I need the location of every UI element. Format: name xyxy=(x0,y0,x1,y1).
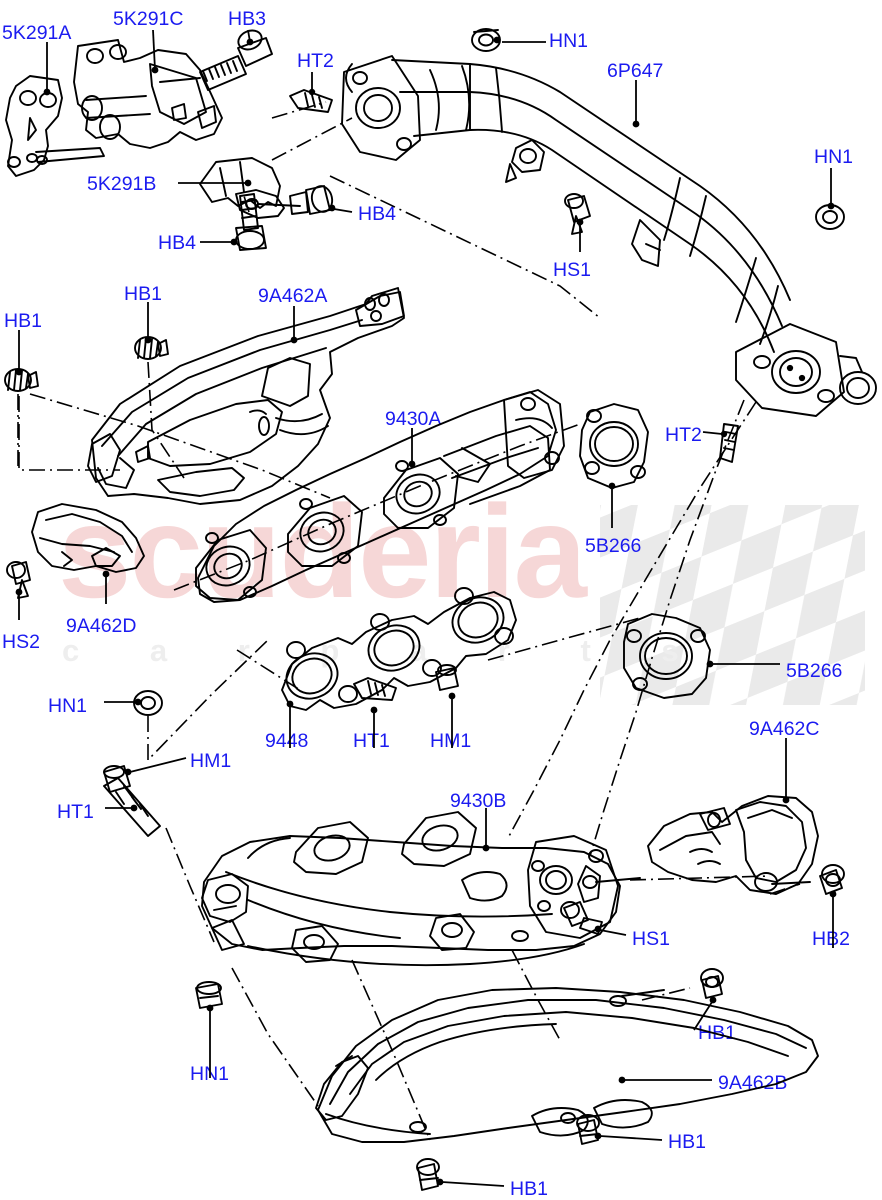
label-hb1-a[interactable]: HB1 xyxy=(4,310,42,332)
leader-lines xyxy=(18,29,834,1187)
label-hb2[interactable]: HB2 xyxy=(812,928,850,950)
assembly-axes xyxy=(17,101,801,1141)
part-hb1-d xyxy=(576,1114,600,1145)
part-hn1-bottom xyxy=(195,981,223,1009)
part-hs1-upper xyxy=(564,193,591,235)
label-ht1-left[interactable]: HT1 xyxy=(57,801,94,823)
label-5b266-upper[interactable]: 5B266 xyxy=(585,535,642,557)
label-hb1-e[interactable]: HB1 xyxy=(510,1178,548,1200)
part-ht1-mid xyxy=(353,677,397,701)
part-9a462d xyxy=(31,503,145,573)
label-hm1-left[interactable]: HM1 xyxy=(190,750,232,772)
part-9a462a xyxy=(87,287,405,505)
label-9a462a[interactable]: 9A462A xyxy=(258,285,328,307)
label-6p647[interactable]: 6P647 xyxy=(607,60,664,82)
part-hb3 xyxy=(159,29,273,91)
part-9a462b xyxy=(315,987,819,1143)
leader-dots xyxy=(15,36,837,1186)
part-hb2 xyxy=(819,864,845,895)
label-hn1-left[interactable]: HN1 xyxy=(48,695,88,717)
part-hb4-right xyxy=(289,185,334,215)
label-hm1-mid[interactable]: HM1 xyxy=(430,730,472,752)
part-ht1-left xyxy=(103,777,161,837)
part-6p647 xyxy=(341,55,877,417)
part-5b266-lower xyxy=(623,613,711,699)
part-hs1-lower xyxy=(560,901,603,935)
part-9430a xyxy=(195,389,565,603)
part-hm1-left xyxy=(103,765,131,793)
label-ht1-mid[interactable]: HT1 xyxy=(353,730,390,752)
label-9430a[interactable]: 9430A xyxy=(385,408,442,430)
label-ht2-top[interactable]: HT2 xyxy=(297,50,334,72)
label-hb1-b[interactable]: HB1 xyxy=(124,283,162,305)
part-hb1-c xyxy=(700,968,724,999)
label-hn1-top[interactable]: HN1 xyxy=(549,30,589,52)
part-hb1-e xyxy=(416,1158,440,1191)
part-ht2-top xyxy=(289,89,333,113)
part-5k291b xyxy=(199,157,301,219)
part-ht2-mid xyxy=(719,423,739,463)
part-hb4-bottom xyxy=(235,193,267,251)
label-hb4-right[interactable]: HB4 xyxy=(358,203,396,225)
part-5k291a xyxy=(5,75,105,177)
part-hb1-b xyxy=(134,336,169,360)
label-9430b[interactable]: 9430B xyxy=(450,790,507,812)
part-5k291c xyxy=(73,39,223,149)
label-9a462c[interactable]: 9A462C xyxy=(749,718,820,740)
label-9448[interactable]: 9448 xyxy=(265,730,309,752)
label-5b266-lower[interactable]: 5B266 xyxy=(786,660,843,682)
label-hs1-lower[interactable]: HS1 xyxy=(632,928,670,950)
label-5k291c[interactable]: 5K291C xyxy=(113,8,184,30)
label-9a462b[interactable]: 9A462B xyxy=(718,1072,788,1094)
part-9448-mid xyxy=(281,587,517,711)
label-9a462d[interactable]: 9A462D xyxy=(66,615,137,637)
label-5k291b[interactable]: 5K291B xyxy=(87,173,157,195)
label-hb1-d[interactable]: HB1 xyxy=(668,1131,706,1153)
label-hb3[interactable]: HB3 xyxy=(228,8,266,30)
part-5b266-upper xyxy=(579,403,649,489)
label-5k291a[interactable]: 5K291A xyxy=(2,22,72,44)
label-hb4-bottom[interactable]: HB4 xyxy=(158,232,196,254)
label-hs1-upper[interactable]: HS1 xyxy=(553,259,591,281)
label-hs2[interactable]: HS2 xyxy=(2,631,40,653)
part-9430b xyxy=(201,811,641,967)
label-ht2-mid[interactable]: HT2 xyxy=(665,424,702,446)
part-hm1-mid xyxy=(435,664,459,691)
part-9a462c xyxy=(647,795,819,895)
label-hn1-right[interactable]: HN1 xyxy=(814,146,854,168)
